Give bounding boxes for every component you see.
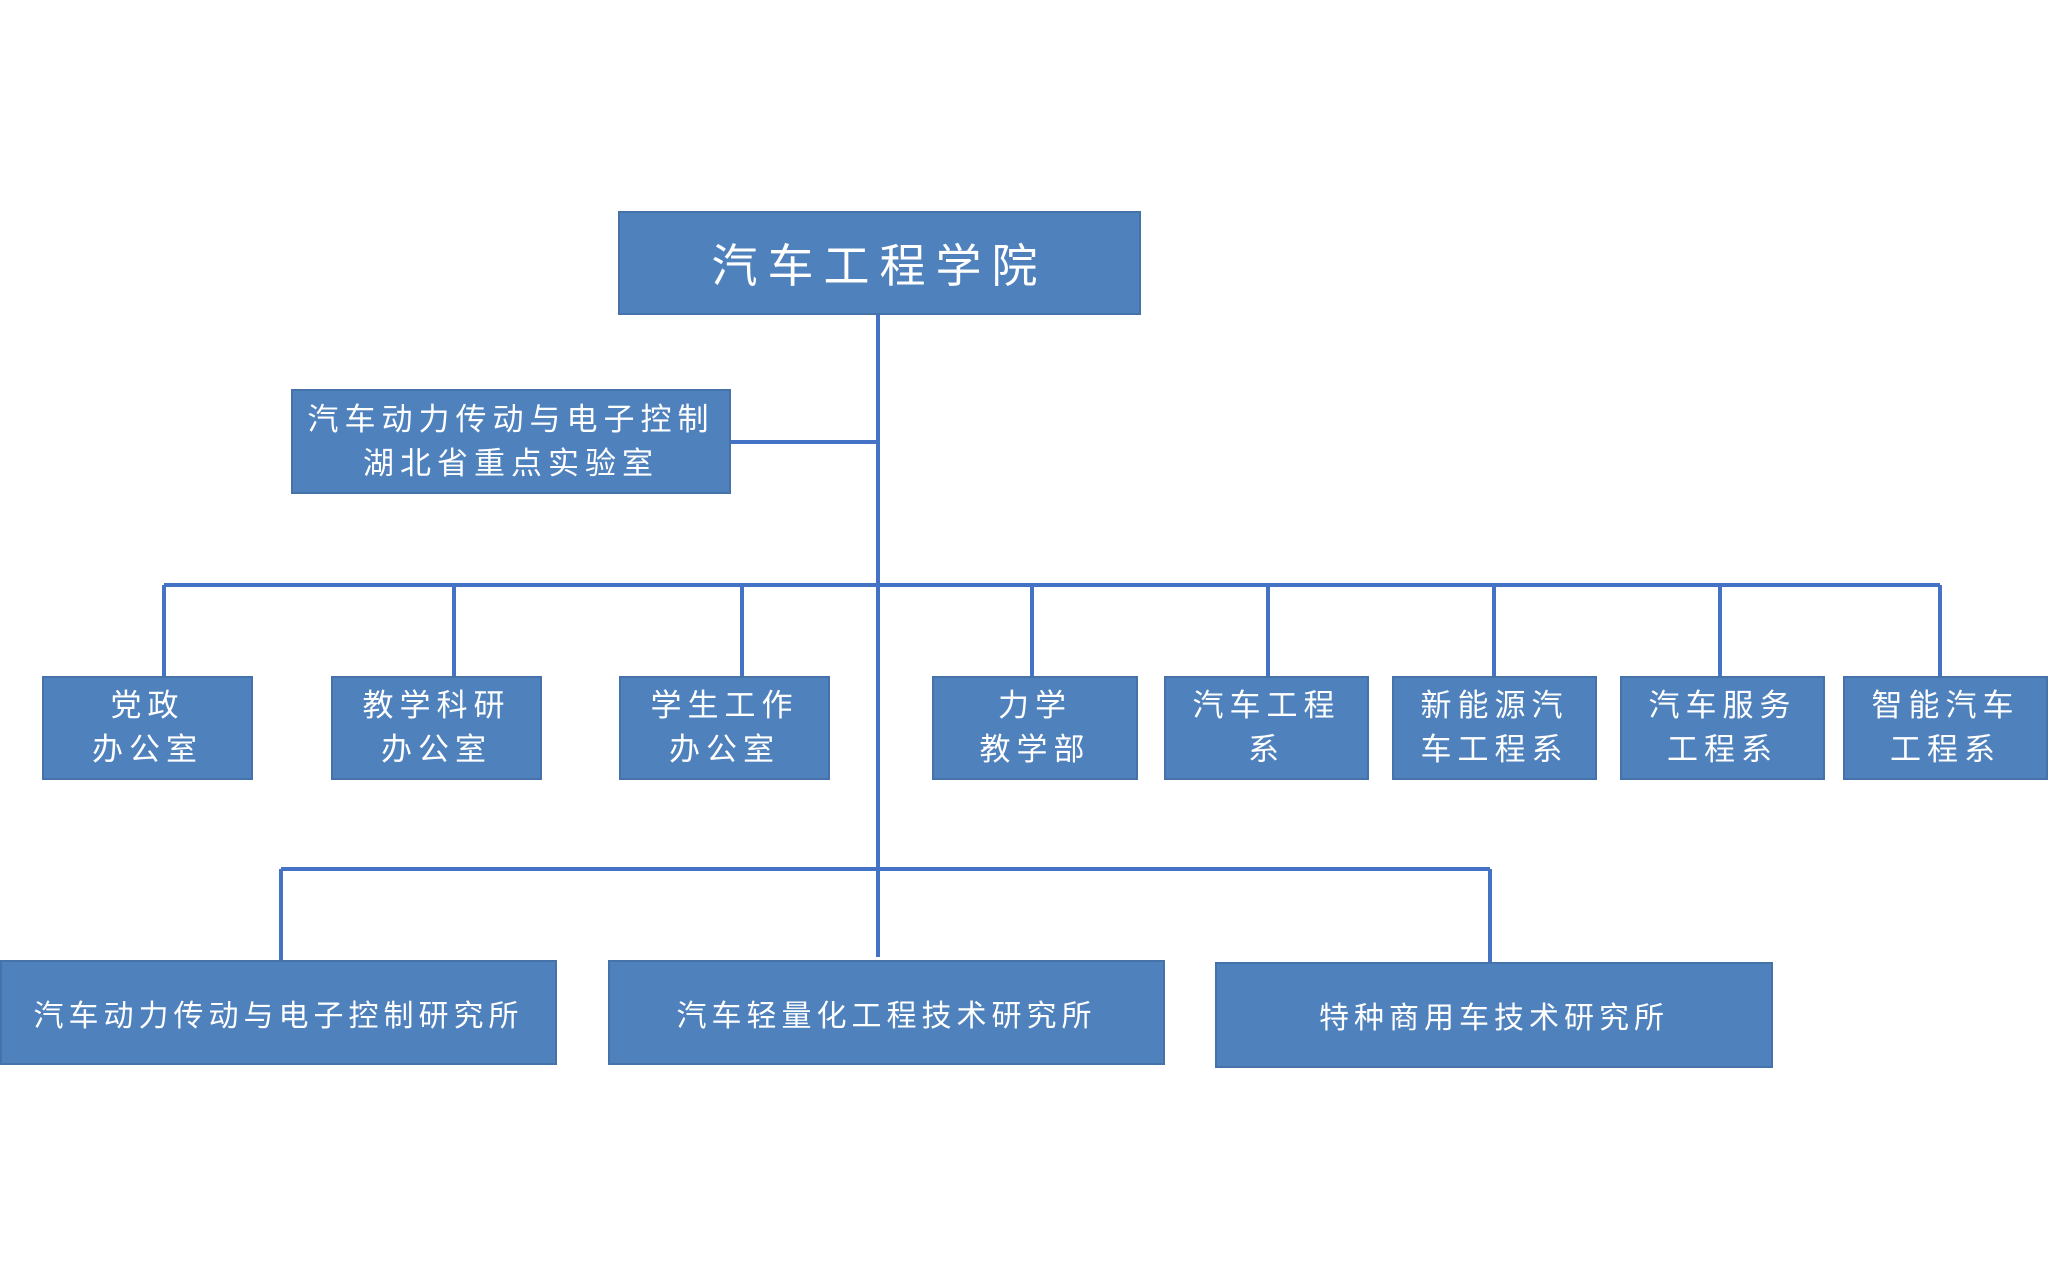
unit-node-5: 汽车工程 系	[1164, 676, 1369, 780]
institute-label: 汽车动力传动与电子控制研究所	[33, 998, 524, 1034]
unit-label-line2: 教学部	[979, 732, 1091, 768]
unit-label-line2: 办公室	[669, 732, 780, 768]
root-node: 汽车工程学院	[618, 211, 1141, 315]
institute-label: 汽车轻量化工程技术研究所	[676, 998, 1097, 1034]
unit-label-line1: 党政	[110, 688, 185, 724]
institute-node-1: 汽车动力传动与电子控制研究所	[0, 960, 557, 1065]
lab-label-line1: 汽车动力传动与电子控制	[307, 401, 715, 438]
unit-node-4: 力学 教学部	[932, 676, 1138, 780]
institute-node-2: 汽车轻量化工程技术研究所	[608, 960, 1165, 1065]
unit-label-line1: 教学科研	[362, 688, 511, 724]
unit-label-line1: 汽车服务	[1648, 688, 1797, 724]
unit-label-line2: 系	[1248, 732, 1285, 768]
unit-label-line1: 新能源汽	[1420, 688, 1569, 724]
unit-label-line2: 工程系	[1667, 732, 1778, 768]
institute-node-3: 特种商用车技术研究所	[1215, 962, 1773, 1068]
unit-node-1: 党政 办公室	[42, 676, 253, 780]
unit-label-line1: 智能汽车	[1871, 688, 2020, 724]
unit-label-line2: 办公室	[92, 732, 203, 768]
lab-label-line2: 湖北省重点实验室	[363, 445, 659, 482]
unit-node-3: 学生工作 办公室	[619, 676, 830, 780]
unit-node-6: 新能源汽 车工程系	[1392, 676, 1597, 780]
unit-label-line1: 学生工作	[650, 688, 799, 724]
lab-node: 汽车动力传动与电子控制 湖北省重点实验室	[291, 389, 731, 494]
root-label: 汽车工程学院	[711, 239, 1048, 293]
unit-label-line1: 力学	[998, 688, 1072, 724]
unit-node-2: 教学科研 办公室	[331, 676, 542, 780]
unit-label-line1: 汽车工程	[1192, 688, 1341, 724]
institute-label: 特种商用车技术研究所	[1319, 1001, 1669, 1036]
unit-node-7: 汽车服务 工程系	[1620, 676, 1825, 780]
unit-node-8: 智能汽车 工程系	[1843, 676, 2048, 780]
unit-label-line2: 办公室	[381, 732, 492, 768]
unit-label-line2: 工程系	[1890, 732, 2001, 768]
unit-label-line2: 车工程系	[1420, 732, 1569, 768]
